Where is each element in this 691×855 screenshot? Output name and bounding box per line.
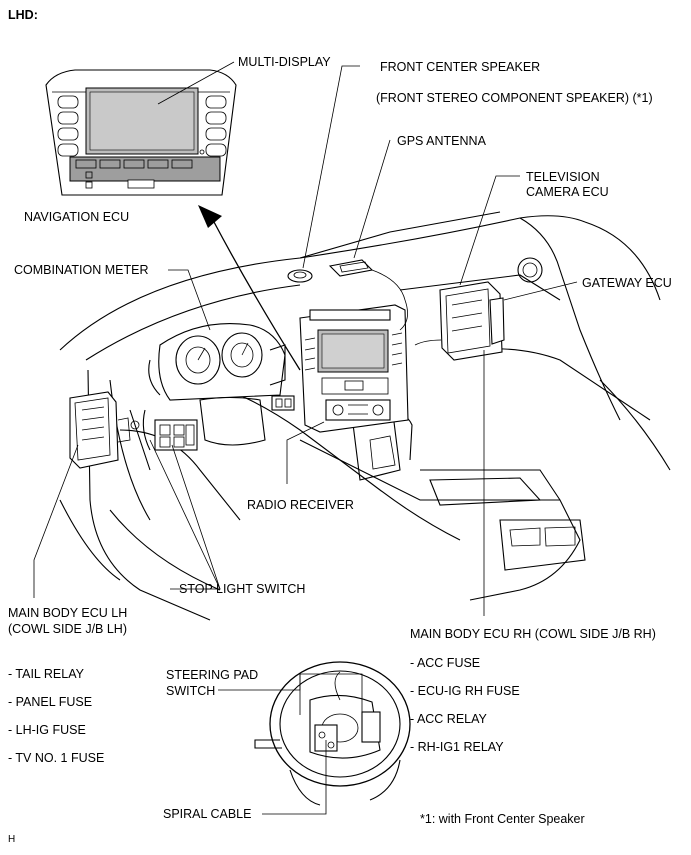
gps-antenna: [328, 259, 408, 331]
lh-item: - LH-IG FUSE: [8, 723, 86, 737]
lh-contents-list: - TAIL RELAY - PANEL FUSE - LH-IG FUSE -…: [8, 667, 104, 779]
figure-id: H: [8, 834, 16, 845]
rh-item: - RH-IG1 RELAY: [410, 740, 504, 754]
label-main-body-ecu-lh-line2: (COWL SIDE J/B LH): [8, 622, 127, 636]
navigation-ecu-box: [69, 156, 221, 182]
label-radio-receiver: RADIO RECEIVER: [247, 498, 354, 512]
television-camera-ecu: [414, 281, 505, 361]
label-gateway-ecu: GATEWAY ECU: [582, 276, 672, 290]
label-combination-meter: COMBINATION METER: [14, 263, 149, 277]
header-lhd: LHD:: [8, 8, 38, 22]
rh-contents-list: - ACC FUSE - ECU-IG RH FUSE - ACC RELAY …: [410, 656, 520, 768]
lh-item: - TV NO. 1 FUSE: [8, 751, 105, 765]
label-spiral-cable: SPIRAL CABLE: [163, 807, 252, 821]
footnote: *1: with Front Center Speaker: [420, 812, 585, 826]
main-body-ecu-lh: [69, 391, 140, 469]
steering-wheel: [254, 661, 411, 806]
label-main-body-ecu-rh: MAIN BODY ECU RH (COWL SIDE J/B RH): [410, 627, 656, 641]
center-stack: [299, 304, 409, 433]
rh-item: - ACC RELAY: [410, 712, 487, 726]
multi-display-unit: [45, 69, 237, 196]
lower-dash-switches: [129, 395, 295, 471]
lh-item: - PANEL FUSE: [8, 695, 93, 709]
rh-item: - ECU-IG RH FUSE: [410, 684, 520, 698]
label-front-stereo-component-speaker: (FRONT STEREO COMPONENT SPEAKER) (*1): [376, 91, 653, 105]
lh-item: - TAIL RELAY: [8, 667, 84, 681]
relocation-arrowhead: [198, 205, 222, 228]
rh-item: - ACC FUSE: [410, 656, 481, 670]
label-navigation-ecu: NAVIGATION ECU: [24, 210, 130, 224]
leader-lines: [33, 61, 578, 815]
label-steering-pad-line2: SWITCH: [166, 684, 216, 698]
label-television-line2: CAMERA ECU: [526, 185, 609, 199]
combination-meter: [148, 323, 286, 401]
label-multi-display: MULTI-DISPLAY: [238, 55, 331, 69]
label-television-line1: TELEVISION: [526, 170, 600, 184]
label-main-body-ecu-lh-line1: MAIN BODY ECU LH: [8, 606, 128, 620]
label-steering-pad-line1: STEERING PAD: [166, 668, 259, 682]
label-gps-antenna: GPS ANTENNA: [397, 134, 486, 148]
label-front-center-speaker: FRONT CENTER SPEAKER: [380, 60, 541, 74]
front-center-speaker: [287, 269, 313, 283]
label-stop-light-switch: STOP LIGHT SWITCH: [179, 582, 306, 596]
